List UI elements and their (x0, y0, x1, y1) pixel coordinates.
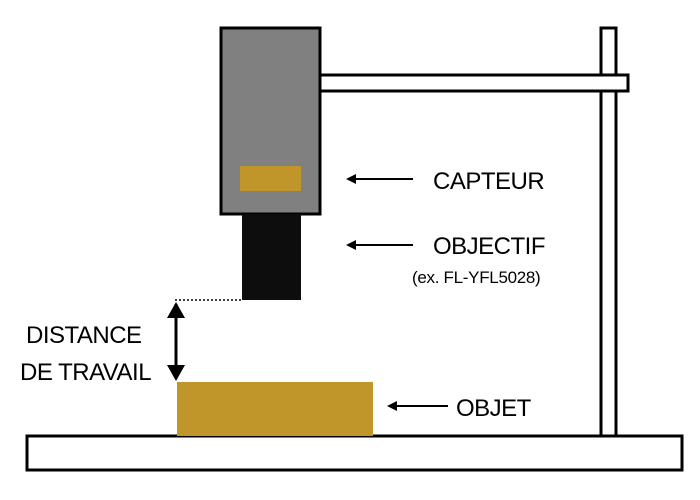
stand-pole (599, 26, 618, 438)
lens-example-label: (ex. FL-YFL5028) (412, 268, 540, 287)
lens-label: OBJECTIF (433, 233, 545, 260)
working-distance-arrow (167, 302, 185, 381)
sensor-label: CAPTEUR (433, 168, 544, 195)
object (177, 382, 373, 436)
working-distance-label-line2: DE TRAVAIL (20, 359, 151, 386)
lens (242, 214, 301, 300)
object-label: OBJET (456, 395, 532, 422)
stand-arm (318, 73, 630, 93)
working-distance-label-line1: DISTANCE (26, 322, 142, 349)
sensor (240, 166, 301, 191)
base-plate (25, 434, 684, 472)
